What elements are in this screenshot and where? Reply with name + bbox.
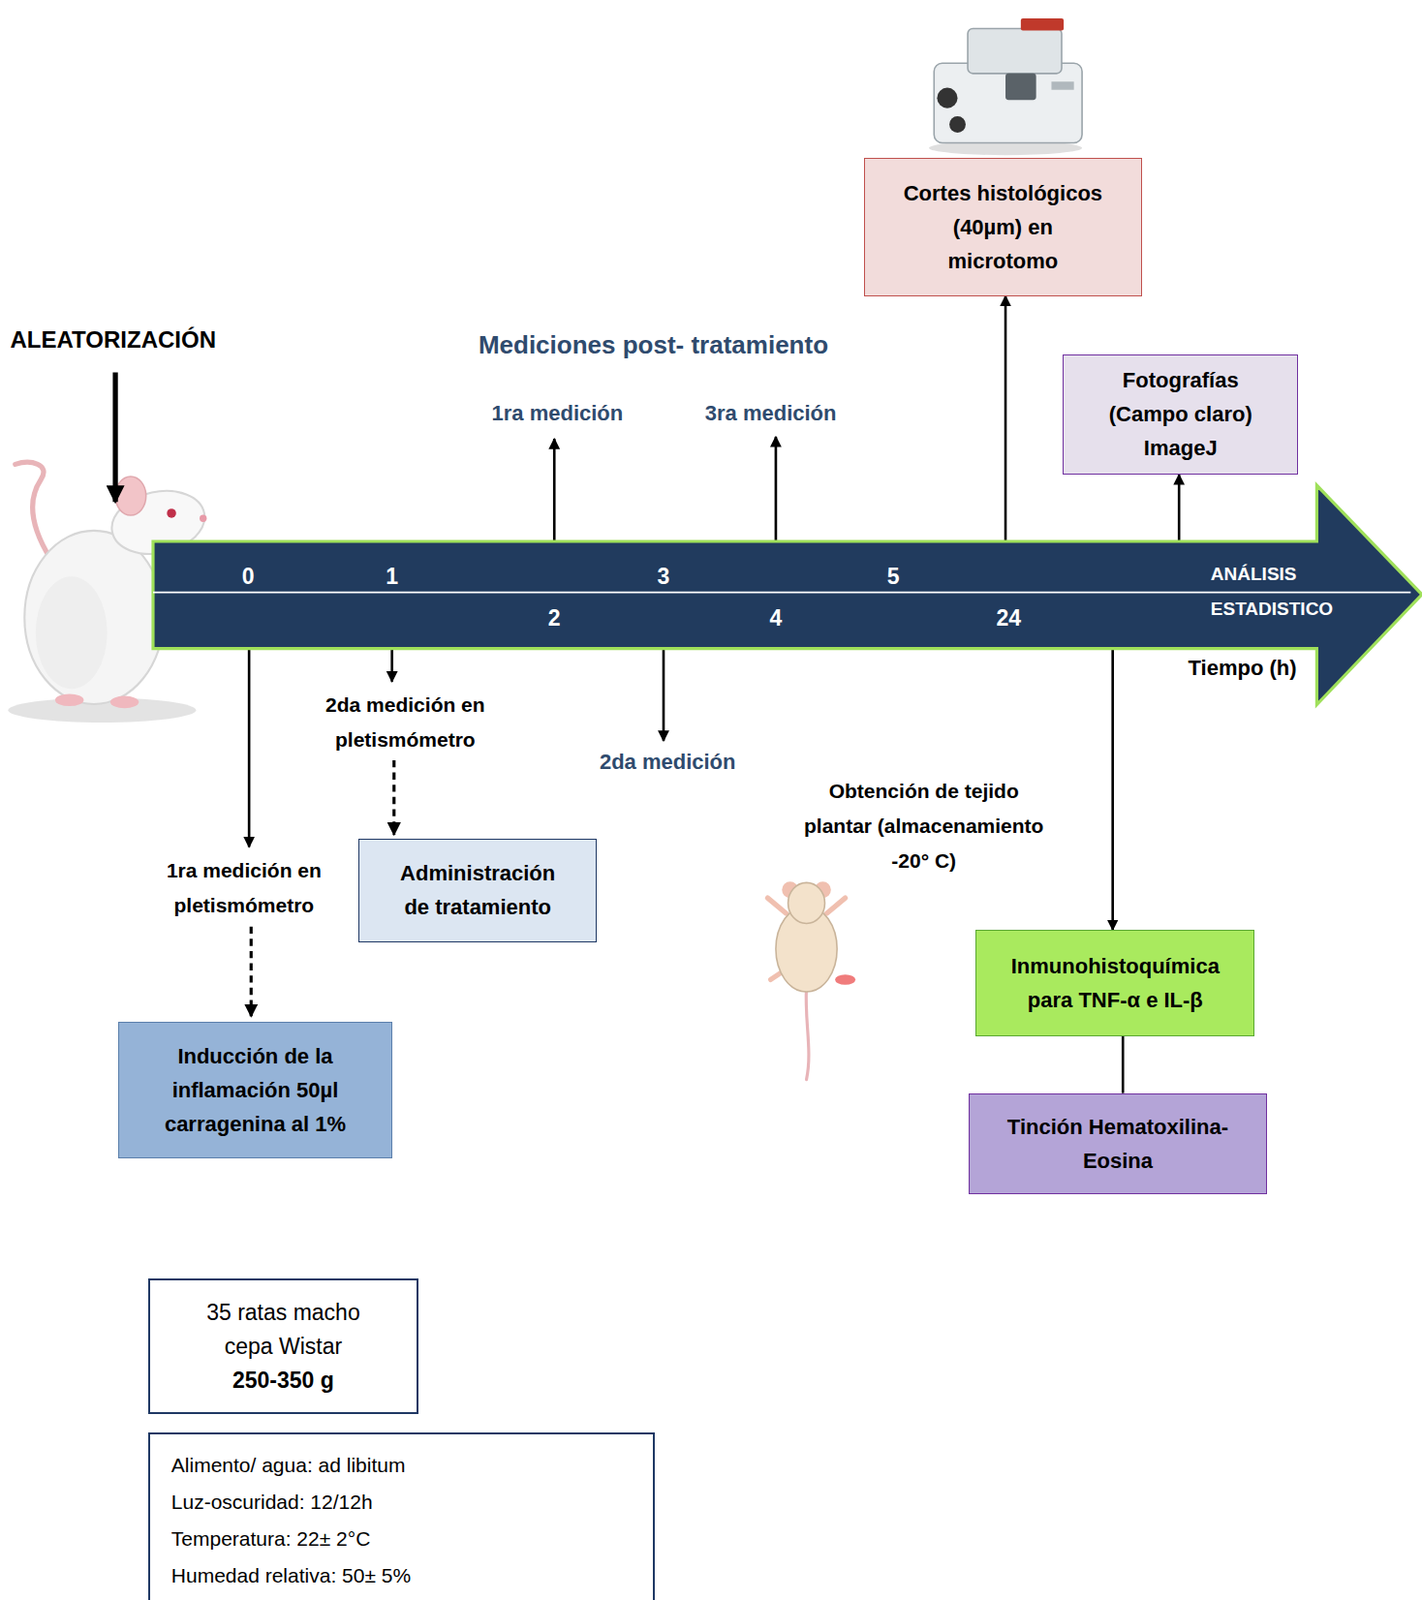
time-tick: 1 [385, 563, 399, 590]
rat-tail [805, 988, 809, 1081]
randomization-arrow [112, 372, 118, 503]
rat-inflamed-paw [834, 974, 856, 986]
rat-foot [55, 693, 85, 707]
box-text: 35 ratas macho cepa Wistar [192, 1296, 374, 1364]
box-text: Luz-oscuridad: 12/12h [171, 1483, 373, 1521]
timeline-arrow-body [153, 485, 1422, 706]
band-label: ANÁLISIS ESTADISTICO [1210, 556, 1333, 627]
process-box: Cortes histológicos (40µm) en microtomo [864, 157, 1144, 296]
process-box: Inducción de la inflamación 50µl carrage… [118, 1021, 392, 1159]
timeline-arrow-down [247, 648, 251, 847]
microtome-base [933, 62, 1082, 143]
measurement-label: 2da medición [599, 749, 737, 775]
time-tick: 24 [995, 604, 1021, 631]
box-text: Humedad relativa: 50± 5% [171, 1557, 411, 1595]
rat-body [24, 530, 163, 705]
box-text: Inmunohistoquímica para TNF-α e IL-β [999, 949, 1231, 1018]
time-tick: 0 [242, 563, 255, 590]
time-tick: 5 [887, 563, 900, 590]
info-box: 35 ratas macho cepa Wistar250-350 g [148, 1278, 419, 1414]
box-text: 250-350 g [232, 1363, 335, 1398]
microtome-chuck [1005, 73, 1037, 100]
time-tick: 2 [548, 604, 561, 631]
time-tick: 3 [657, 563, 671, 590]
box-text: Fotografías (Campo claro) ImageJ [1088, 363, 1272, 465]
conditions-box: Alimento/ agua: ad libitumLuz-oscuridad:… [148, 1432, 655, 1600]
microtome-top [967, 29, 1062, 74]
box-text: Temperatura: 22± 2°C [171, 1520, 371, 1558]
rat-foot [110, 696, 140, 710]
time-tick: 4 [769, 604, 782, 631]
timeline-arrow-shape [153, 541, 1317, 650]
timeline-axis [153, 590, 1411, 593]
section-heading: Mediciones post- tratamiento [478, 330, 829, 361]
connector-arrow [1111, 648, 1114, 930]
measurement-label: 3ra medición [705, 401, 837, 427]
timeline-arrow: 01234524ANÁLISIS ESTADISTICO [153, 541, 1317, 650]
phase-label: ALEATORIZACIÓN [10, 326, 217, 354]
rat-ear [115, 476, 147, 516]
dashed-arrow [392, 760, 396, 835]
rat-head [788, 882, 826, 924]
timeline-arrow-down [390, 648, 394, 682]
connector-arrow [1004, 296, 1008, 542]
timeline-arrow-up [774, 436, 778, 541]
step-label: 1ra medición en pletismómetro [139, 853, 348, 924]
dissected-rat-illustration [767, 881, 856, 1080]
microtome-illustration [928, 18, 1082, 155]
microtome-handle [1051, 81, 1074, 90]
rat-limb [767, 897, 786, 914]
microtome-knob [949, 116, 966, 133]
dashed-arrow [249, 927, 253, 1018]
box-text: Inducción de la inflamación 50µl carrage… [158, 1039, 351, 1142]
process-box: Fotografías (Campo claro) ImageJ [1062, 354, 1299, 475]
process-box: Inmunohistoquímica para TNF-α e IL-β [975, 929, 1255, 1037]
box-text: Cortes histológicos (40µm) en microtomo [899, 176, 1108, 279]
process-box: Tinción Hematoxilina-Eosina [968, 1093, 1268, 1195]
process-box: Administración de tratamiento [358, 838, 598, 942]
rat-limb [827, 897, 846, 914]
rat-eye [166, 508, 176, 518]
microtome-blade-holder [1020, 18, 1064, 31]
step-label: 2da medición en pletismómetro [301, 687, 510, 758]
layout-arrows [115, 372, 776, 1018]
axis-label: Tiempo (h) [1188, 655, 1298, 681]
box-text: Administración de tratamiento [394, 856, 562, 925]
timeline-arrow-up [553, 438, 557, 541]
rat-shading [35, 576, 108, 689]
microtome-knob [936, 88, 958, 109]
rat-nose [199, 515, 207, 523]
connector-arrow [1121, 1036, 1125, 1094]
connector-arrow [1177, 474, 1181, 542]
timeline-arrow-down [662, 648, 666, 742]
step-label: Obtención de tejido plantar (almacenamie… [797, 773, 1052, 879]
measurement-label: 1ra medición [492, 401, 624, 427]
box-text: Tinción Hematoxilina-Eosina [992, 1110, 1243, 1178]
box-text: Alimento/ agua: ad libitum [171, 1447, 406, 1484]
